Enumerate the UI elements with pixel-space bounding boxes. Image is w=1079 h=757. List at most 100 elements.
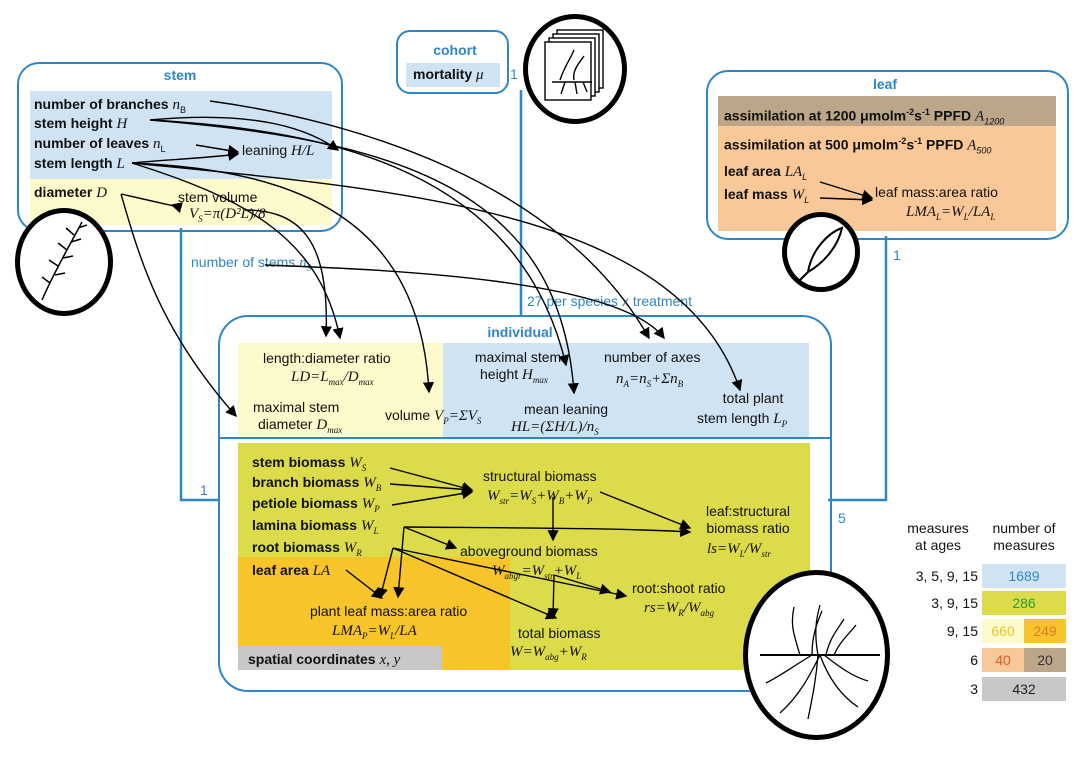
leaf-structural-ratio-2: biomass ratio: [688, 520, 808, 536]
a500-mid: s: [906, 136, 915, 153]
lma-label: leaf mass:area ratio: [875, 184, 998, 200]
a500-suffix: PPFD: [922, 136, 964, 153]
assimilation-1200: assimilation at 1200 μmolm-2s-1 PPFD A12…: [724, 104, 1004, 129]
stem-biomass: stem biomass WS: [252, 454, 366, 476]
a1200-sup: -2: [906, 107, 915, 117]
arrow-diameter-volume-small: [120, 193, 183, 214]
leaf-a1200-band: [718, 96, 1056, 126]
plma-label: plant leaf mass:area ratio: [310, 603, 468, 619]
plma-r: /LA: [395, 623, 417, 639]
tsl-sub: P: [781, 418, 788, 429]
tb-m: +W: [558, 644, 582, 660]
legend-cell-249: 249: [1024, 619, 1066, 643]
st-m1: =W: [509, 488, 532, 504]
legend-ages-row4: 6: [970, 652, 978, 668]
stem-length: stem length L: [34, 155, 125, 172]
vs-symbol: V: [189, 206, 199, 222]
cohort-drawing: [544, 29, 604, 101]
lsr-label: leaf:structural: [705, 503, 791, 519]
leaning: leaning H/L: [242, 142, 314, 159]
tb-f: W=W: [510, 644, 546, 660]
leaf-area-ind: leaf area LA: [252, 562, 330, 579]
link-one-stem: 1: [200, 482, 208, 498]
number-of-stems: number of stems nS: [191, 254, 311, 276]
axes-m: =n: [629, 371, 647, 387]
root-shoot-ratio: root:shoot ratio: [632, 580, 725, 596]
rsr-formula: rs=WR/Wabg: [644, 599, 714, 621]
arrow-length-leaning: [131, 149, 240, 164]
rsr-m: /W: [683, 600, 701, 616]
legend-h1b: at ages: [915, 537, 961, 553]
stem-drawing: [41, 221, 88, 301]
legend-ages-row2: 3, 9, 15: [931, 595, 978, 611]
stem-bio-sub: S: [361, 462, 367, 473]
ld-f: LD=L: [291, 369, 329, 385]
legend-header-ages: measures: [898, 520, 978, 536]
lean-f: HL=(ΣH/L)/n: [511, 419, 595, 435]
diameter: diameter D: [34, 184, 107, 201]
tb-label: total biomass: [518, 625, 601, 641]
a500-prefix: assimilation at 500 μmolm: [724, 136, 899, 153]
number-of-axes: number of axes: [604, 349, 701, 365]
maxh-label: maximal stem: [474, 349, 562, 365]
arrow-agb-rsr: [553, 574, 612, 595]
total-stem-length: total plant: [710, 390, 796, 406]
arrow-branch-struct: [389, 483, 474, 495]
a1200-prefix: assimilation at 1200 μmolm: [724, 107, 907, 124]
leaning-symbol: H/L: [291, 143, 315, 159]
lsr-f: ls=W: [707, 541, 740, 557]
maxh-label2: height: [480, 366, 519, 382]
agb-s1: abgr: [504, 570, 522, 581]
lsr-s1: L: [739, 548, 745, 559]
arrow-height-maxh: [149, 119, 570, 367]
arrow-root-rsr: [392, 547, 628, 600]
branch-bio-sub: B: [375, 482, 382, 493]
cohort-band: [406, 63, 500, 87]
a500-symbol: A: [967, 137, 977, 154]
leaf-mass-label: leaf mass: [724, 186, 788, 202]
structural-biomass: structural biomass: [483, 468, 597, 484]
larea-label: leaf area: [252, 562, 309, 578]
plant-drawing: [760, 604, 880, 720]
agb-s2: str: [544, 570, 554, 581]
rsr-s2: abg: [700, 607, 714, 618]
maxd-label2: diameter: [258, 416, 313, 432]
maxh-sub: max: [532, 374, 548, 385]
a1200-symbol: A: [975, 108, 985, 125]
spatial-sym: x, y: [379, 652, 401, 668]
legend-ages-row3: 9, 15: [946, 623, 978, 639]
vol-sub: P: [443, 415, 449, 426]
plma-m: =W: [367, 623, 391, 639]
stem-volume: stem volume: [178, 189, 257, 205]
maxd-sym: D: [316, 417, 328, 433]
height-symbol: H: [116, 116, 128, 132]
leaf-area-symbol: LA: [784, 164, 803, 180]
leaf-illustration: [782, 212, 860, 292]
per-species-label: 27 per species x treatment: [527, 293, 692, 309]
mortality: mortality μ: [413, 66, 484, 83]
stem-height: stem height H: [34, 115, 127, 132]
ind-blue-band: [443, 343, 809, 437]
pet-bio-sym: W: [361, 496, 375, 512]
leaf-drawing: [799, 226, 844, 281]
lsr-label2: biomass ratio: [706, 520, 790, 536]
branch-bio-sym: W: [363, 475, 376, 491]
lma-eq: =W: [941, 204, 964, 220]
tsl-sym: L: [773, 411, 782, 427]
root-bio-label: root biomass: [252, 539, 340, 555]
spatial-coordinates: spatial coordinates x, y: [248, 651, 400, 668]
assimilation-500: assimilation at 500 μmolm-2s-1 PPFD A500: [724, 133, 991, 158]
stems-label: number of stems: [191, 254, 296, 270]
legend-h2a: number of: [992, 520, 1056, 536]
rsr-f: rs=W: [644, 600, 679, 616]
rsr-label: root:shoot ratio: [632, 580, 726, 596]
arrow-length-volume: [131, 162, 435, 394]
leaf-mass-symbol: W: [791, 187, 805, 203]
leaf-peach-band: [718, 126, 1056, 231]
mean-leaning: mean leaning: [524, 401, 608, 417]
ld-ratio: length:diameter ratio: [263, 350, 391, 366]
lma-f: LMA: [906, 204, 936, 220]
tb-formula: W=Wabg+WR: [510, 643, 587, 665]
ind-olive-patch: [238, 443, 426, 557]
